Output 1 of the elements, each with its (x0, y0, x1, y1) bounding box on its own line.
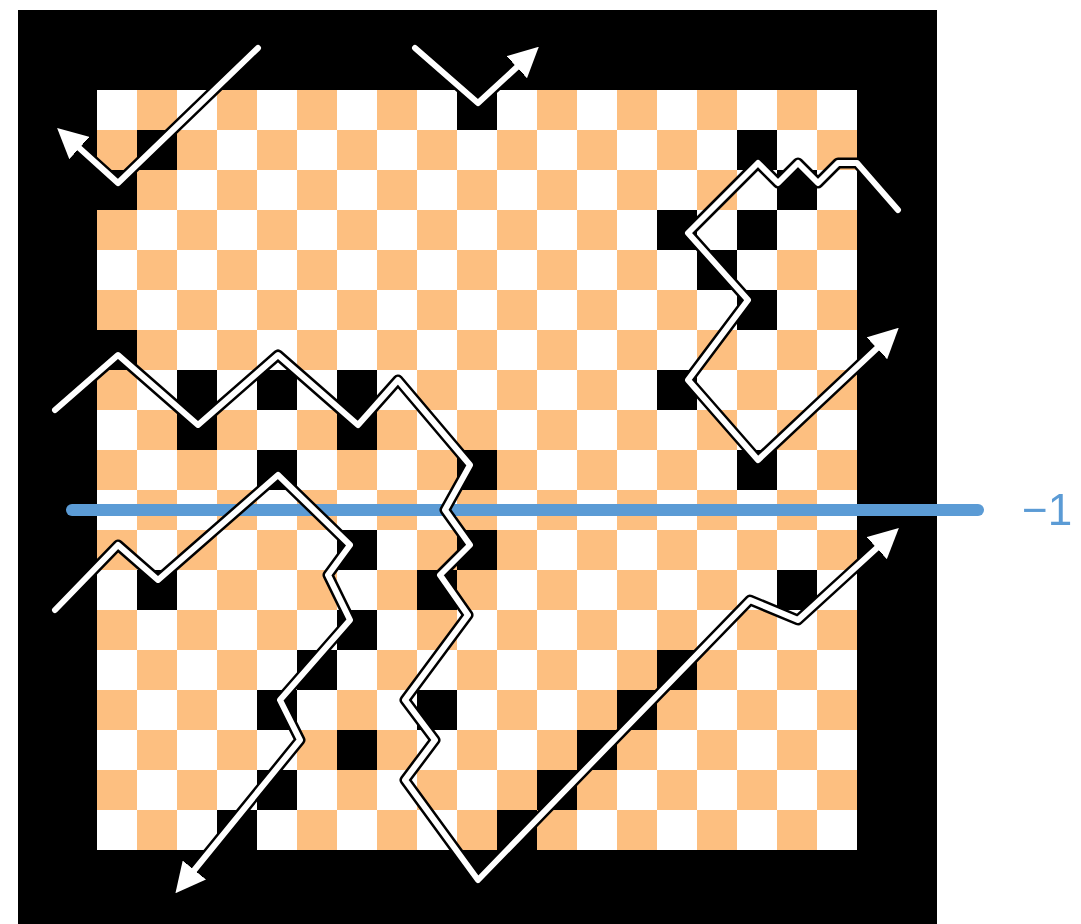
value-label: −1 (1022, 484, 1073, 536)
